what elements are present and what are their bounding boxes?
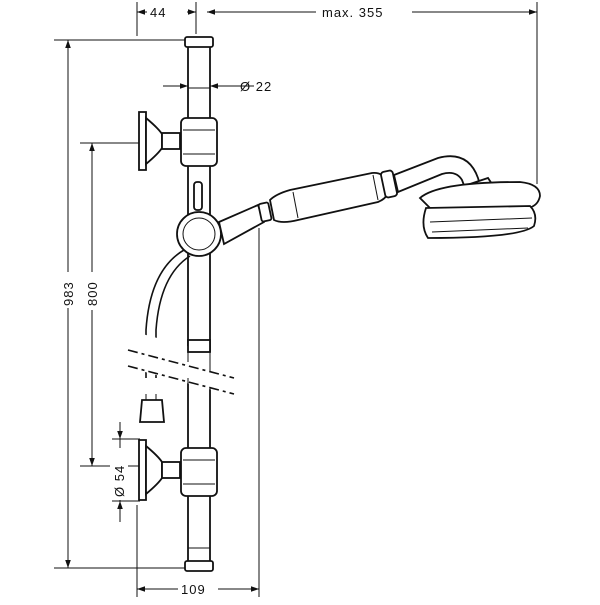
dimension-total-height: 983 <box>54 39 190 569</box>
max-reach-label: max. 355 <box>322 5 383 20</box>
dimension-total-depth: 109 <box>136 228 260 597</box>
break-lines <box>123 331 239 410</box>
upper-wall-bracket <box>138 111 218 171</box>
wall-offset-label: 44 <box>150 5 166 20</box>
dimension-pipe-diameter: Ø 22 <box>163 79 272 94</box>
dimension-bracket-diameter: Ø 54 <box>110 422 140 522</box>
slider-holder <box>176 181 266 257</box>
lower-wall-bracket <box>138 439 218 501</box>
total-height-label: 983 <box>61 281 76 306</box>
dimension-bracket-spacing: 800 <box>80 142 140 467</box>
dimension-max-reach: max. 355 <box>207 2 538 184</box>
hand-shower <box>257 155 541 239</box>
total-depth-label: 109 <box>181 582 206 597</box>
shower-hose <box>139 249 191 423</box>
bracket-spacing-label: 800 <box>85 281 100 306</box>
dimension-wall-offset: 44 <box>136 2 197 36</box>
bracket-diameter-label: Ø 54 <box>112 465 127 497</box>
shower-rail <box>184 36 214 572</box>
pipe-diameter-label: Ø 22 <box>240 79 272 94</box>
